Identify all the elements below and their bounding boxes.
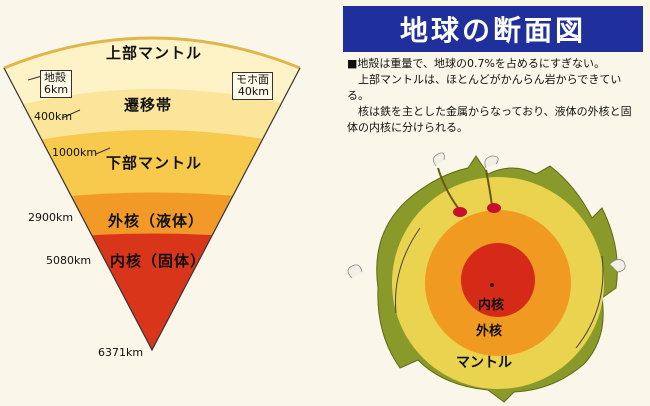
globe-cross-section (347, 152, 626, 403)
label-outer-core: 外核（液体） (108, 212, 205, 230)
crust-arc (3, 36, 301, 70)
globe-label-mantle: マントル (456, 355, 512, 371)
crust-pointer (27, 75, 43, 81)
depth-6371km: 6371km (98, 346, 144, 359)
plume-right (485, 169, 493, 207)
description-text: ■地殻は重量で、地球の0.7%を占めるにすぎない。 上部マントルは、ほとんどがか… (347, 56, 642, 136)
crust-name: 地殻 (44, 71, 66, 84)
moho-callout: モホ面 40km (232, 72, 273, 100)
earth-center-dot (490, 283, 494, 287)
inner-core-disc (461, 243, 535, 317)
description-line-2: 上部マントルは、ほとんどがかんらん岩からできている。 (347, 73, 622, 102)
smoke-puff-edge-right (609, 259, 626, 273)
plume-left (437, 167, 459, 209)
globe-label-outer-core: 外核 (476, 324, 503, 339)
label-upper-mantle: 上部マントル (106, 44, 203, 62)
tick-1000 (95, 147, 111, 155)
label-lower-mantle: 下部マントル (106, 154, 203, 172)
moho-depth: 40km (237, 85, 269, 98)
smoke-puff-right (484, 155, 499, 169)
smoke-puff-left (433, 152, 445, 167)
convection-arrow-left (395, 227, 421, 314)
tick-400 (61, 109, 81, 119)
label-inner-core: 内核（固体） (110, 252, 207, 270)
page-title: 地球の断面図 (343, 6, 643, 52)
plume-head-left (453, 207, 467, 217)
depth-1000km: 1000km (52, 146, 98, 159)
description-line-3: 核は鉄を主とした金属からなっており、液体の外核と固体の内核に分けられる。 (347, 105, 632, 134)
globe-label-inner-core: 内核 (478, 298, 505, 313)
crust-depth: 6km (44, 83, 69, 96)
convection-arrow-right (575, 255, 604, 349)
plume-head-right (487, 203, 501, 213)
wedge-outline (3, 67, 301, 352)
label-transition-zone: 遷移帯 (124, 96, 173, 114)
depth-2900km: 2900km (28, 211, 74, 224)
depth-5080km: 5080km (46, 254, 92, 267)
moho-name: モホ面 (236, 73, 269, 86)
smoke-puff-edge-left (347, 264, 363, 279)
crust-callout: 地殻 6km (40, 70, 73, 98)
depth-400km: 400km (34, 110, 73, 123)
description-line-1: ■地殻は重量で、地球の0.7%を占めるにすぎない。 (347, 57, 606, 70)
